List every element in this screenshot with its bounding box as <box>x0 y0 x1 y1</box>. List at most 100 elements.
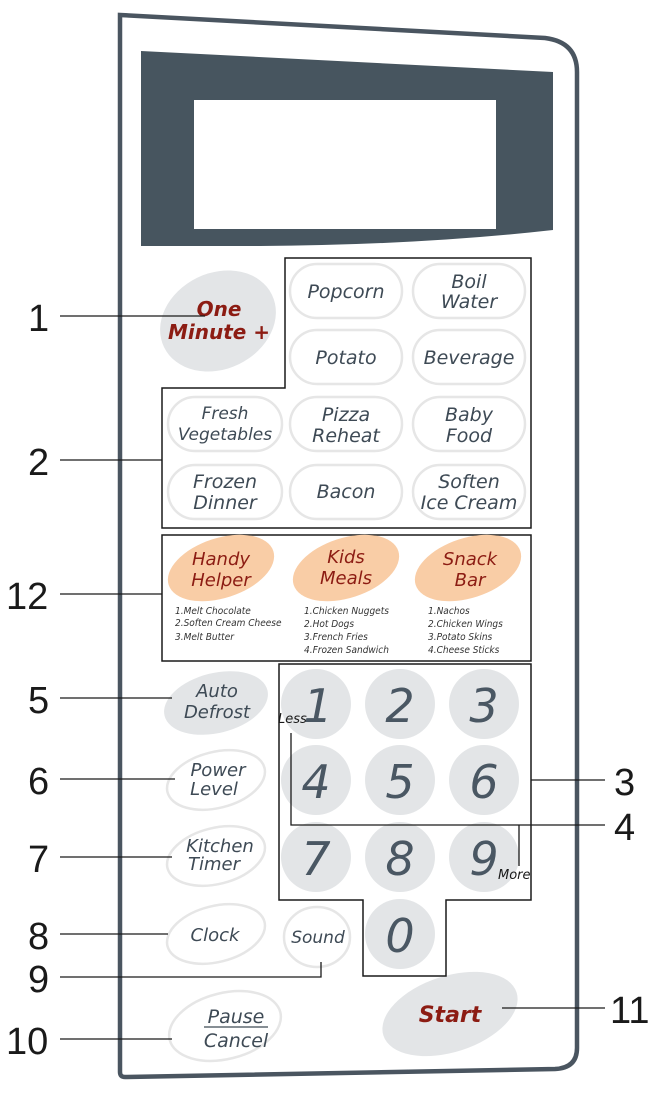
kitchen-timer-button[interactable]: Kitchen Timer <box>161 817 272 896</box>
callout-number-9: 9 <box>28 959 49 1001</box>
auto-defrost-label-line1: Auto <box>195 681 238 702</box>
number-6-label: 6 <box>469 755 498 809</box>
less-label: Less <box>278 712 307 727</box>
kids-meals-label-line1: Kids <box>327 547 365 568</box>
pause-label: Pause <box>208 1006 265 1028</box>
kitchen-timer-label-line2: Timer <box>188 854 242 875</box>
bacon-button[interactable]: Bacon <box>288 463 404 521</box>
callout-number-12: 12 <box>6 576 48 618</box>
helper-group-outline <box>161 534 532 662</box>
list-item: 1.Melt Chocolate <box>175 606 251 617</box>
start-label: Start <box>419 1003 483 1028</box>
number-3-label: 3 <box>469 679 498 733</box>
power-level-button[interactable]: Power Level <box>161 741 272 820</box>
kids-meals-button[interactable]: Kids Meals <box>284 522 407 613</box>
number-7-button[interactable]: 7 <box>281 822 351 892</box>
baby-food-label-line1: Baby <box>445 404 494 426</box>
callout-number-7: 7 <box>28 839 49 881</box>
soften-ice-cream-label-line1: Soften <box>438 471 500 493</box>
list-item: 4.Frozen Sandwich <box>304 645 389 656</box>
callout-number-11: 11 <box>610 990 649 1032</box>
cancel-label: Cancel <box>204 1030 269 1052</box>
callout-number-3: 3 <box>614 762 635 804</box>
number-1-label: 1 <box>303 679 332 733</box>
fresh-vegetables-button[interactable]: Fresh Vegetables <box>166 395 284 453</box>
number-8-label: 8 <box>385 832 414 886</box>
number-5-button[interactable]: 5 <box>365 745 435 815</box>
kids-meals-label-line2: Meals <box>320 568 372 589</box>
frozen-dinner-button[interactable]: Frozen Dinner <box>166 463 284 521</box>
snack-bar-list: 1.Nachos 2.Chicken Wings 3.Potato Skins … <box>428 606 503 656</box>
callout-number-4: 4 <box>614 807 635 849</box>
list-item: 4.Cheese Sticks <box>428 645 500 656</box>
one-minute-label-line2: Minute + <box>168 320 270 344</box>
list-item: 3.Potato Skins <box>428 632 493 643</box>
handy-helper-button[interactable]: Handy Helper <box>159 522 282 613</box>
list-item: 2.Hot Dogs <box>304 619 354 630</box>
callout-number-2: 2 <box>28 442 49 484</box>
number-4-button[interactable]: 4 <box>281 745 351 815</box>
baby-food-button[interactable]: Baby Food <box>411 395 527 453</box>
baby-food-label-line2: Food <box>446 425 493 447</box>
bacon-label: Bacon <box>317 481 376 503</box>
snack-bar-button[interactable]: Snack Bar <box>406 522 529 613</box>
callout-line-9 <box>60 962 322 978</box>
number-0-label: 0 <box>385 909 414 963</box>
pizza-reheat-label-line2: Reheat <box>312 425 381 447</box>
one-minute-button[interactable]: One Minute + <box>143 252 293 391</box>
callout-number-5: 5 <box>28 680 49 722</box>
sensor-group-outline <box>161 257 532 529</box>
handy-helper-label-line2: Helper <box>191 570 252 591</box>
sound-button[interactable]: Sound <box>282 905 352 969</box>
number-1-button[interactable]: 1 <box>281 669 351 739</box>
soften-ice-cream-button[interactable]: Soften Ice Cream <box>411 463 527 521</box>
list-item: 2.Soften Cream Cheese <box>175 618 282 629</box>
handy-helper-list: 1.Melt Chocolate 2.Soften Cream Cheese 3… <box>175 606 282 643</box>
start-button[interactable]: Start <box>372 956 529 1072</box>
number-2-button[interactable]: 2 <box>365 669 435 739</box>
callout-number-6: 6 <box>28 761 49 803</box>
fresh-vegetables-label-line1: Fresh <box>202 404 249 424</box>
list-item: 3.French Fries <box>304 632 368 643</box>
more-label: More <box>498 868 531 883</box>
snack-bar-label-line1: Snack <box>443 549 499 570</box>
potato-button[interactable]: Potato <box>288 328 404 386</box>
sound-label: Sound <box>291 928 345 948</box>
pizza-reheat-button[interactable]: Pizza Reheat <box>288 395 404 453</box>
list-item: 1.Chicken Nuggets <box>304 606 389 617</box>
number-4-label: 4 <box>301 755 330 809</box>
display-screen <box>194 100 496 229</box>
number-6-button[interactable]: 6 <box>449 745 519 815</box>
pause-cancel-button[interactable]: Pause Cancel <box>162 980 289 1072</box>
number-8-button[interactable]: 8 <box>365 822 435 892</box>
clock-label: Clock <box>191 925 241 946</box>
number-0-button[interactable]: 0 <box>365 899 435 969</box>
number-9-button[interactable]: 9 <box>449 822 519 892</box>
keypad-outline <box>278 663 532 977</box>
one-minute-label-line1: One <box>197 297 242 321</box>
handy-helper-label-line1: Handy <box>192 549 250 570</box>
soften-ice-cream-label-line2: Ice Cream <box>421 492 518 514</box>
callout-number-10: 10 <box>6 1021 48 1063</box>
boil-water-button[interactable]: Boil Water <box>411 262 527 320</box>
snack-bar-label-line2: Bar <box>455 570 487 591</box>
callout-number-8: 8 <box>28 916 49 958</box>
boil-water-label-line2: Water <box>441 291 499 313</box>
clock-button[interactable]: Clock <box>161 895 272 974</box>
popcorn-label: Popcorn <box>307 281 384 303</box>
list-item: 2.Chicken Wings <box>428 619 503 630</box>
auto-defrost-label-line2: Defrost <box>184 702 251 723</box>
number-9-label: 9 <box>469 832 498 886</box>
frozen-dinner-label-line1: Frozen <box>193 471 257 493</box>
beverage-button[interactable]: Beverage <box>411 328 527 386</box>
power-level-label-line1: Power <box>190 760 247 781</box>
popcorn-button[interactable]: Popcorn <box>288 262 404 320</box>
number-5-label: 5 <box>385 755 414 809</box>
list-item: 3.Melt Butter <box>175 632 235 643</box>
number-2-label: 2 <box>385 679 414 733</box>
kitchen-timer-label-line1: Kitchen <box>186 836 254 857</box>
number-3-button[interactable]: 3 <box>449 669 519 739</box>
auto-defrost-button[interactable]: Auto Defrost <box>157 661 274 745</box>
fresh-vegetables-label-line2: Vegetables <box>178 425 272 445</box>
